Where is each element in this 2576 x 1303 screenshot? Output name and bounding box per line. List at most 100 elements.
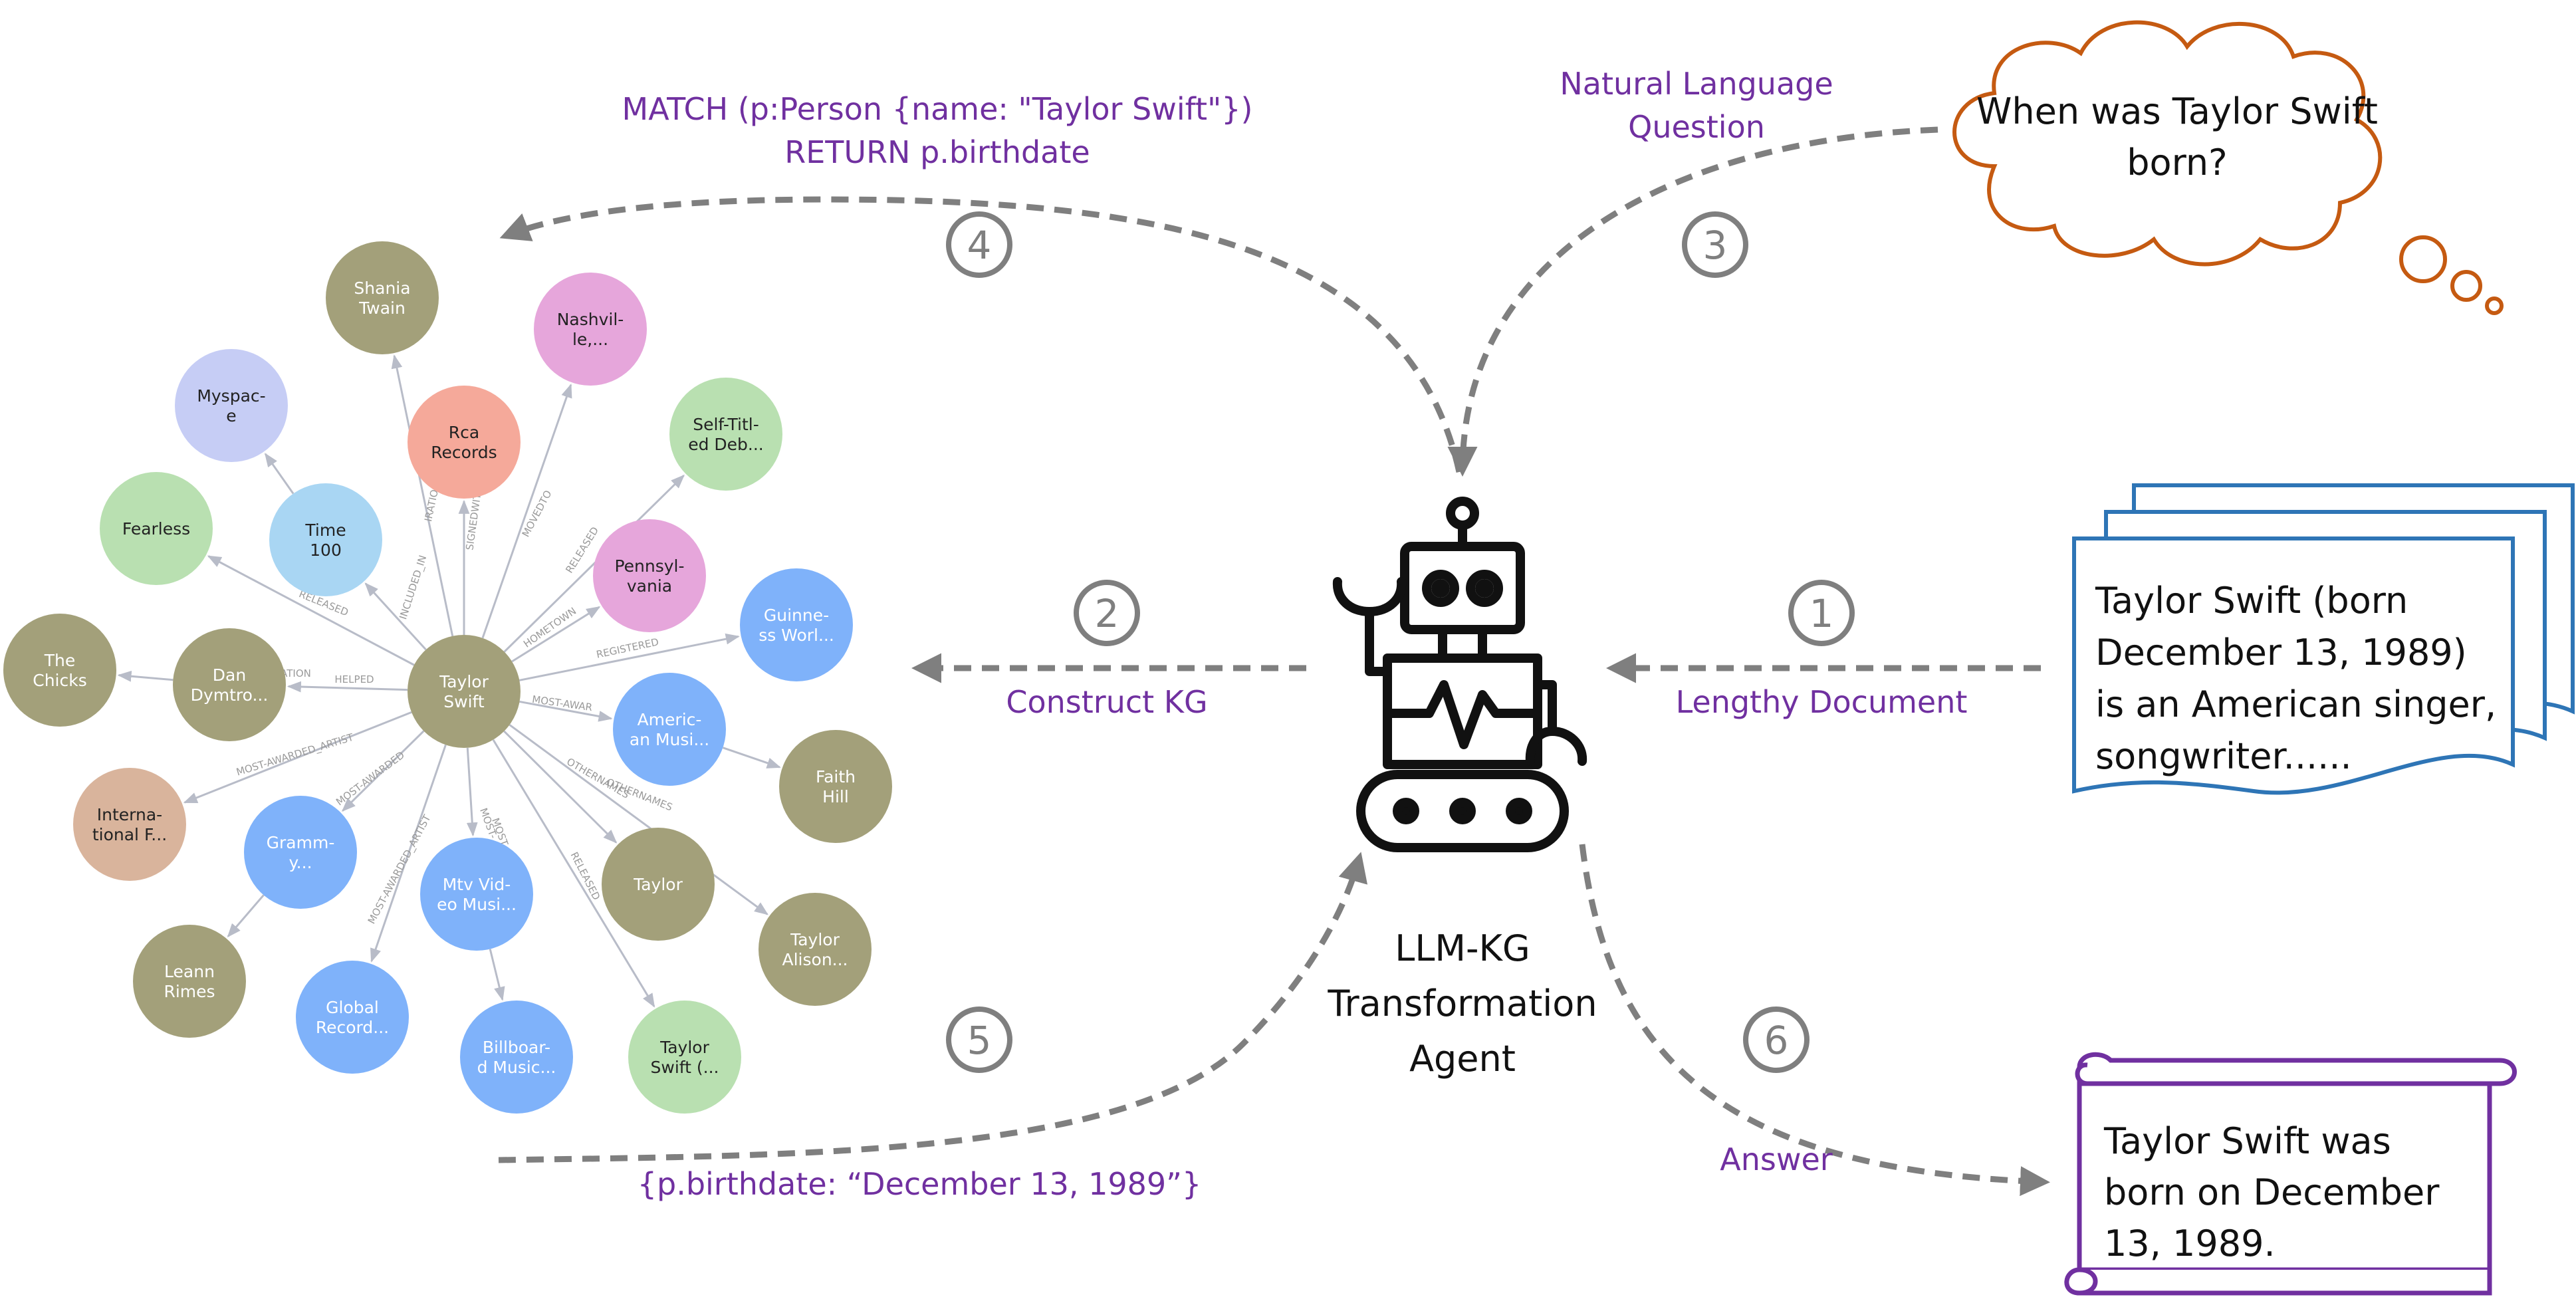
document-line3: is an American singer, [2095, 683, 2496, 725]
graph-node-label: Fearless [122, 519, 190, 538]
graph-node-label: d Music... [477, 1058, 556, 1077]
graph-node-circle [175, 349, 288, 462]
cloud-bubble-medium [2450, 270, 2482, 302]
edge-label: HELPED [334, 673, 374, 685]
graph-node-circle [740, 568, 853, 681]
graph-node-label: Self-Titl- [693, 415, 759, 434]
edge-label: MOST-AWARDED_ARTIST [235, 731, 356, 779]
document-line1: Taylor Swift (born [2095, 580, 2408, 622]
graph-node-grammy: Gramm-y... [244, 796, 357, 909]
graph-node-label: vania [627, 576, 672, 596]
graph-edge [503, 730, 618, 844]
step-1-circle [1788, 580, 1855, 646]
scroll-top-curl [2075, 1052, 2517, 1086]
graph-node-dan: DanDymtro... [173, 628, 286, 741]
step-5-number: 5 [967, 1018, 992, 1063]
graph-edge [117, 670, 174, 682]
graph-node-label: an Musi... [630, 730, 709, 749]
arrow-step5 [498, 852, 1368, 1163]
graph-node-myspace: Myspac-e [175, 349, 288, 462]
cloud-shape [1952, 20, 2383, 267]
agent-label-line2: Transformation [1327, 983, 1597, 1024]
graph-node-label: Rimes [164, 982, 215, 1001]
step-6-label: Answer [1720, 1141, 1833, 1177]
graph-edge [227, 894, 265, 938]
graph-node-selftitled: Self-Titl-ed Deb... [669, 378, 782, 491]
answer-line3: 13, 1989. [2104, 1223, 2276, 1264]
step-2: 2 Construct KG [1006, 580, 1208, 720]
graph-node-circle [669, 378, 782, 491]
graph-node-label: Twain [358, 298, 406, 318]
question-cloud: When was Taylor Swift born? [1952, 20, 2504, 315]
graph-node-label: Faith [816, 767, 856, 786]
graph-node-label: Leann [164, 962, 215, 981]
graph-node-circle [73, 768, 186, 881]
graph-node-circle [460, 1001, 573, 1114]
graph-nodes: TaylorSwiftShaniaTwainMyspac-eRcaRecords… [3, 241, 892, 1114]
graph-node-label: Taylor [633, 875, 683, 894]
graph-node-circle [420, 838, 533, 951]
graph-node-taylor: Taylor [602, 828, 715, 941]
graph-node-label: Dymtro... [191, 685, 269, 705]
question-line2: born? [2127, 142, 2227, 183]
graph-edge [509, 724, 768, 915]
graph-node-label: Guinne- [764, 606, 829, 625]
graph-node-circle [613, 673, 726, 786]
agent-label-line3: Agent [1409, 1038, 1516, 1080]
graph-edge [481, 384, 572, 639]
graph-node-label: Alison... [782, 950, 848, 969]
graph-node-circle [593, 519, 706, 632]
graph-edges [117, 354, 781, 1008]
graph-edge [264, 453, 294, 495]
cloud-bubble-small [2485, 296, 2504, 315]
step-4-label-line2: RETURN p.birthdate [784, 134, 1090, 170]
graph-node-circle [173, 628, 286, 741]
step-3: 3 Natural Language Question [1560, 66, 1833, 278]
arrow-step6 [1579, 844, 2050, 1197]
arrow-step4 [499, 196, 1463, 473]
graph-node-label: Nashvil- [557, 310, 624, 329]
graph-edge [391, 354, 454, 637]
graph-node-label: Time [304, 521, 346, 540]
graph-node-american: Americ-an Musi... [613, 673, 726, 786]
step-3-label-line1: Natural Language [1560, 66, 1833, 102]
graph-node-label: Global [326, 998, 379, 1017]
step-1: 1 Lengthy Document [1676, 580, 1968, 720]
step-1-label: Lengthy Document [1676, 684, 1968, 720]
graph-node-guinness: Guinne-ss Worl... [740, 568, 853, 681]
flow-arrows [498, 126, 2050, 1197]
graph-node-circle [100, 472, 213, 585]
graph-edge [364, 582, 427, 651]
edge-label: MOVEDTO [520, 489, 554, 539]
graph-edge [503, 474, 685, 653]
arrow-step3 [1447, 126, 1938, 477]
step-3-label-line2: Question [1628, 109, 1765, 145]
edge-label: INCLUDED_IN [397, 554, 429, 621]
step-6-number: 6 [1764, 1018, 1789, 1063]
graph-node-nashville: Nashvil-le,... [534, 273, 647, 386]
graph-node-label: ed Deb... [688, 435, 764, 454]
graph-node-circle [133, 925, 246, 1038]
graph-node-circle [326, 241, 439, 354]
graph-edge [722, 747, 781, 769]
graph-edge [287, 681, 408, 693]
graph-node-label: Myspac- [197, 386, 265, 406]
graph-node-label: Chicks [33, 671, 87, 690]
graph-edge [207, 555, 415, 666]
graph-edge [519, 633, 740, 681]
step-6-circle [1743, 1007, 1810, 1073]
document-stack [2072, 483, 2575, 795]
graph-node-global: GlobalRecord... [296, 961, 409, 1074]
graph-node-label: Gramm- [267, 833, 335, 852]
graph-node-label: eo Musi... [437, 895, 517, 914]
answer-line2: born on December [2104, 1171, 2440, 1213]
graph-node-label: Billboar- [483, 1038, 550, 1057]
document-front [2072, 536, 2515, 795]
agent-label-line1: LLM-KG [1395, 927, 1530, 969]
graph-edge [492, 739, 655, 1008]
step-3-number: 3 [1703, 223, 1728, 268]
graph-node-circle [759, 893, 872, 1006]
